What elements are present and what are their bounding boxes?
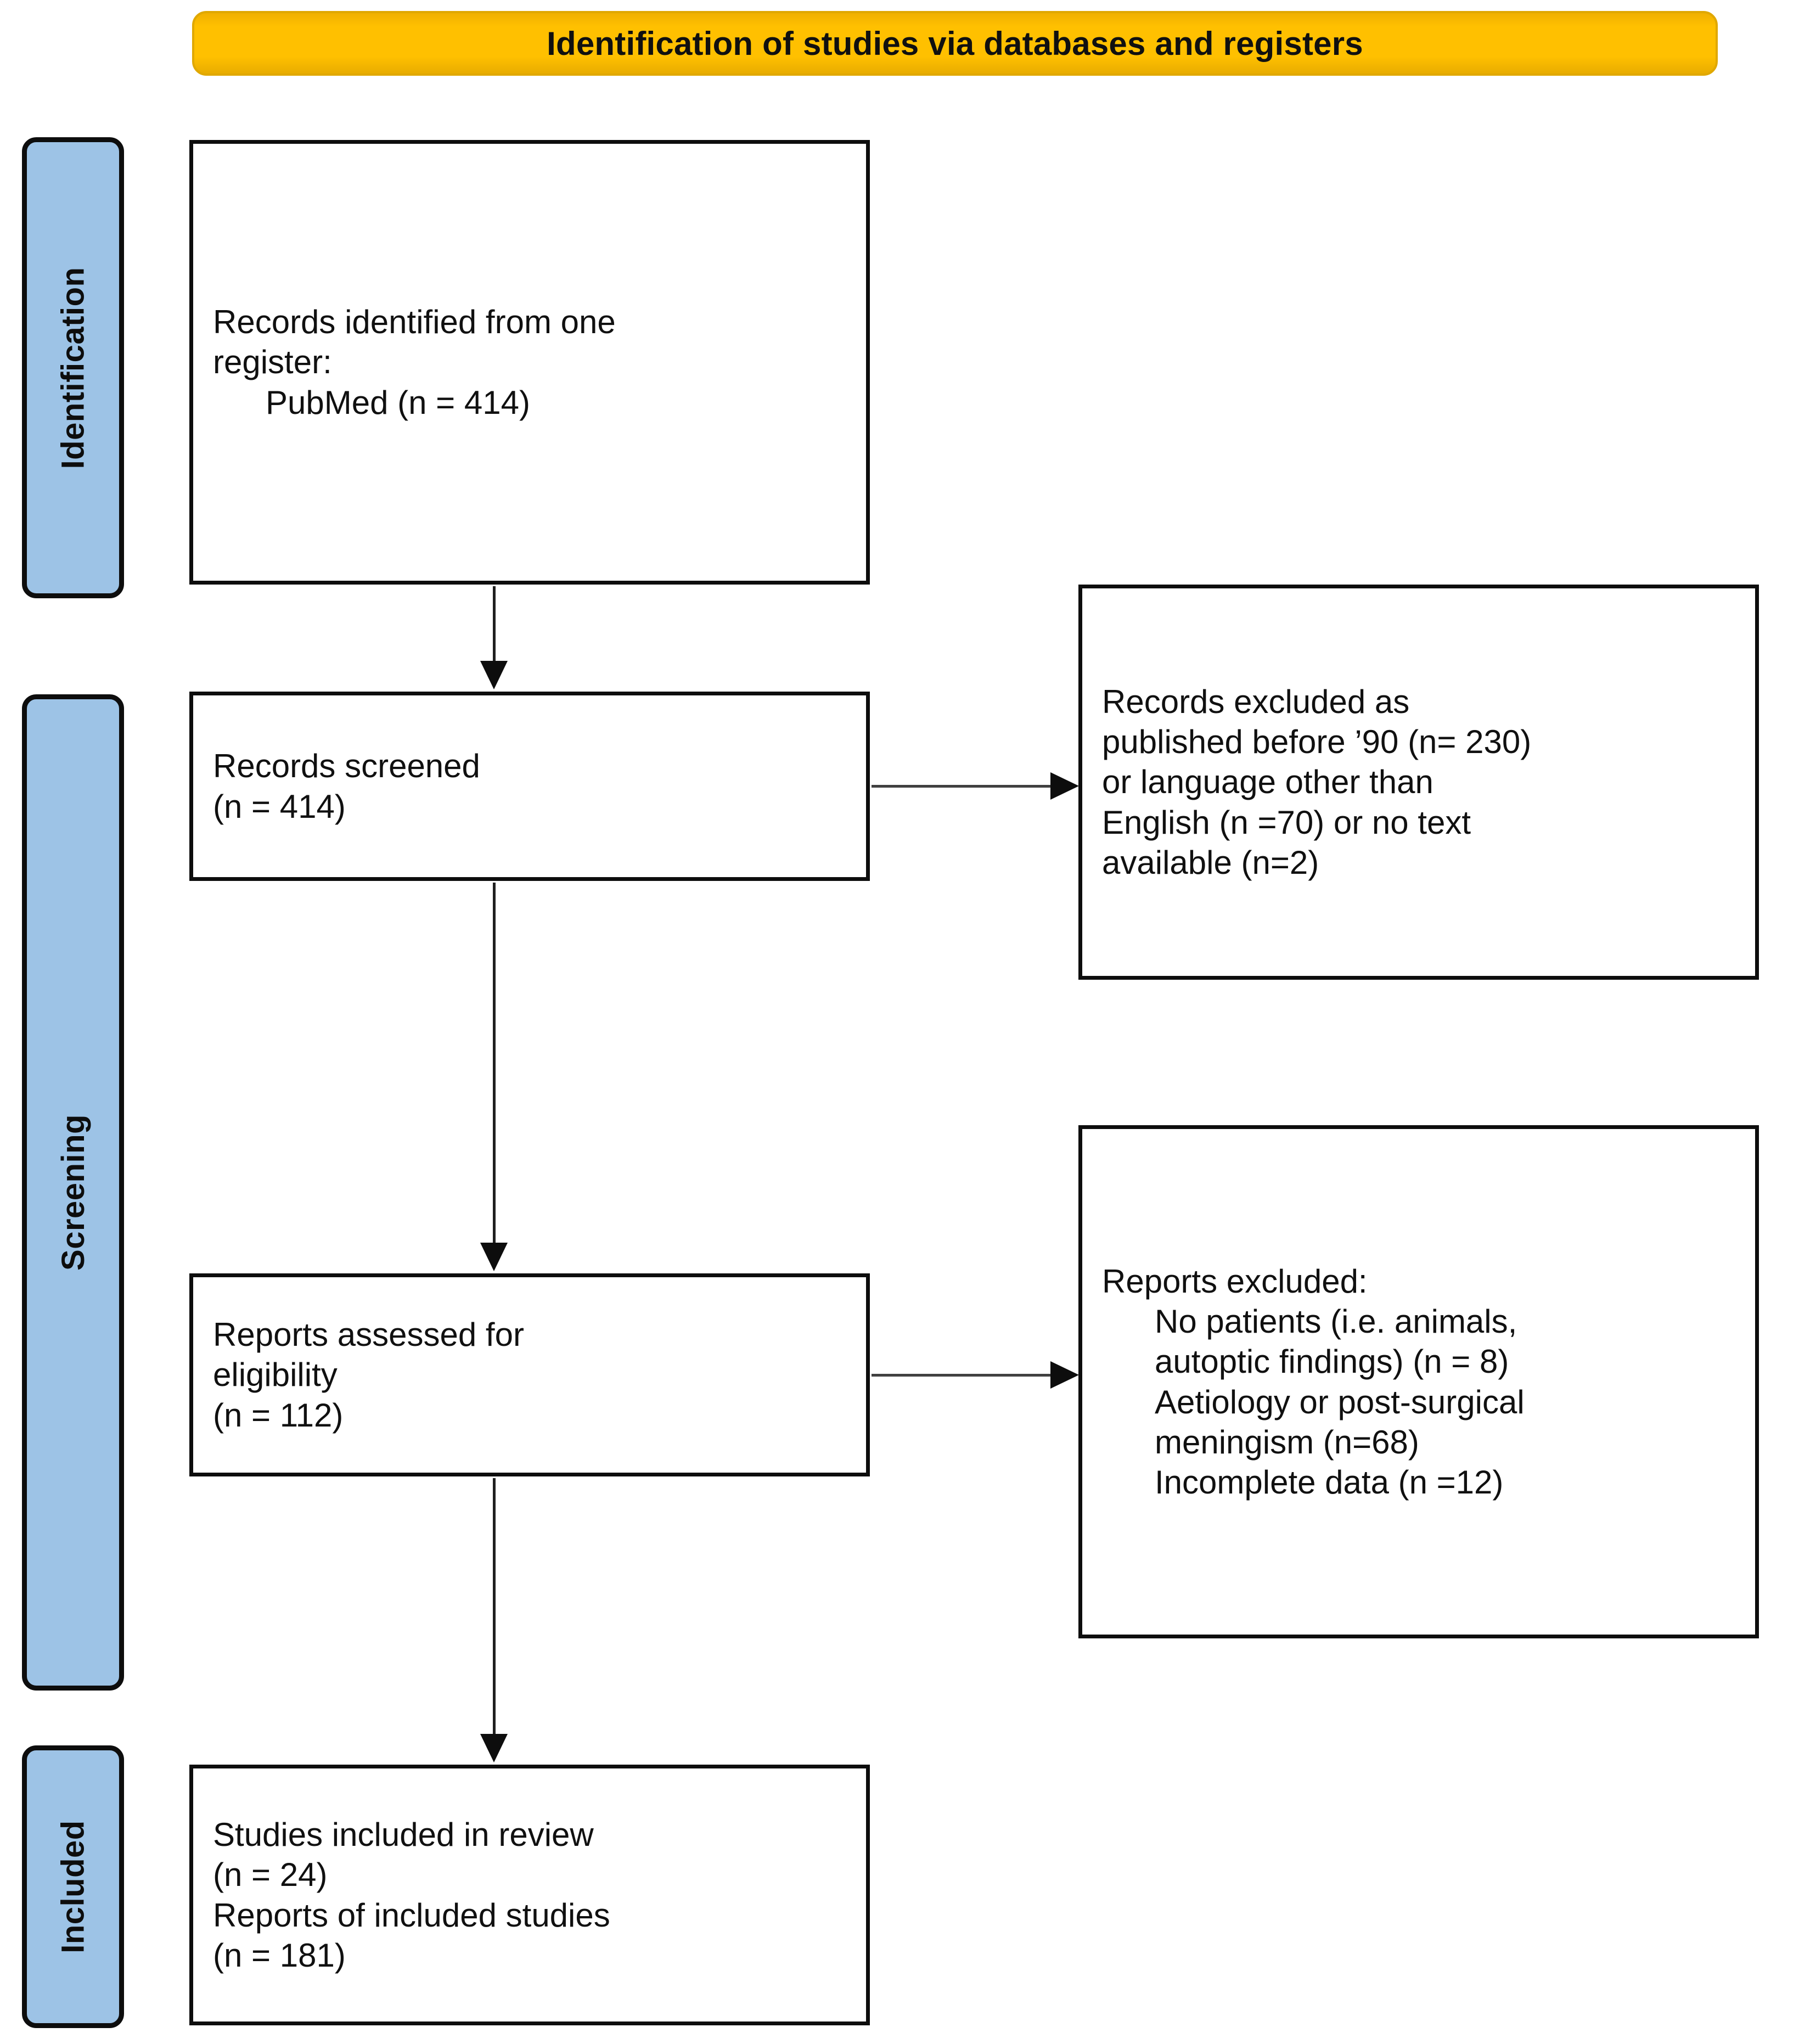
arrow-head-down-icon xyxy=(480,1734,508,1762)
box-records-excluded-line-3: or language other than xyxy=(1102,763,1433,801)
stage-label-identification: Identification xyxy=(22,137,124,598)
box-studies-included-line-4: (n = 181) xyxy=(213,1936,346,1974)
box-reports-assessed-line-1: Reports assessed for xyxy=(213,1316,524,1354)
box-studies-included: Studies included in review (n = 24) Repo… xyxy=(189,1765,870,2025)
arrow-head-right-icon xyxy=(1050,1361,1079,1389)
box-reports-excluded-line-2: No patients (i.e. animals, xyxy=(1155,1303,1517,1340)
arrow-head-right-icon xyxy=(1050,772,1079,800)
box-records-excluded-line-5: available (n=2) xyxy=(1102,844,1319,881)
arrow-right-screened-to-records-excluded xyxy=(872,772,1080,800)
box-reports-excluded-line-3: autoptic findings) (n = 8) xyxy=(1155,1343,1509,1380)
arrow-shaft xyxy=(493,1478,496,1736)
stage-label-included-text: Included xyxy=(55,1820,91,1953)
stage-label-screening-text: Screening xyxy=(55,1114,91,1271)
box-studies-included-line-3: Reports of included studies xyxy=(213,1896,610,1934)
box-records-identified-line-1: Records identified from one xyxy=(213,304,616,341)
box-records-excluded-line-4: English (n =70) or no text xyxy=(1102,804,1471,841)
box-records-excluded-line-1: Records excluded as xyxy=(1102,683,1410,721)
box-records-identified: Records identified from one register: Pu… xyxy=(189,140,870,585)
box-reports-excluded-line-4: Aetiology or post-surgical xyxy=(1155,1383,1525,1420)
box-studies-included-line-2: (n = 24) xyxy=(213,1856,328,1894)
stage-label-identification-text: Identification xyxy=(55,267,91,469)
box-reports-assessed-line-2: eligibility xyxy=(213,1356,338,1394)
box-reports-excluded-line-1: Reports excluded: xyxy=(1102,1262,1368,1300)
box-records-excluded-line-2: published before ’90 (n= 230) xyxy=(1102,723,1532,761)
box-reports-excluded-line-6: Incomplete data (n =12) xyxy=(1155,1463,1504,1501)
arrow-down-eligibility-to-included xyxy=(480,1478,508,1764)
page-title: Identification of studies via databases … xyxy=(547,25,1363,62)
box-reports-excluded: Reports excluded: No patients (i.e. anim… xyxy=(1078,1125,1759,1638)
box-records-identified-line-2: register: xyxy=(213,344,332,381)
arrow-shaft xyxy=(872,1374,1053,1377)
diagram-header-banner: Identification of studies via databases … xyxy=(192,11,1718,76)
arrow-shaft xyxy=(872,785,1053,788)
arrow-shaft xyxy=(493,586,496,663)
arrow-shaft xyxy=(493,883,496,1245)
stage-label-screening: Screening xyxy=(22,694,124,1691)
box-records-screened-line-1: Records screened xyxy=(213,748,480,785)
box-records-excluded: Records excluded as published before ’90… xyxy=(1078,585,1759,980)
box-reports-excluded-line-5: meningism (n=68) xyxy=(1155,1423,1419,1461)
arrow-head-down-icon xyxy=(480,1243,508,1271)
box-studies-included-line-1: Studies included in review xyxy=(213,1816,594,1854)
box-records-identified-line-3: PubMed (n = 414) xyxy=(266,384,530,421)
arrow-down-identified-to-screened xyxy=(480,586,508,690)
box-records-screened: Records screened (n = 414) xyxy=(189,692,870,881)
box-reports-assessed-eligibility: Reports assessed for eligibility (n = 11… xyxy=(189,1273,870,1476)
stage-label-included: Included xyxy=(22,1745,124,2028)
arrow-right-eligibility-to-reports-excluded xyxy=(872,1361,1080,1389)
arrow-head-down-icon xyxy=(480,661,508,689)
box-reports-assessed-line-3: (n = 112) xyxy=(213,1396,344,1434)
arrow-down-screened-to-eligibility xyxy=(480,883,508,1272)
box-records-screened-line-2: (n = 414) xyxy=(213,788,346,825)
